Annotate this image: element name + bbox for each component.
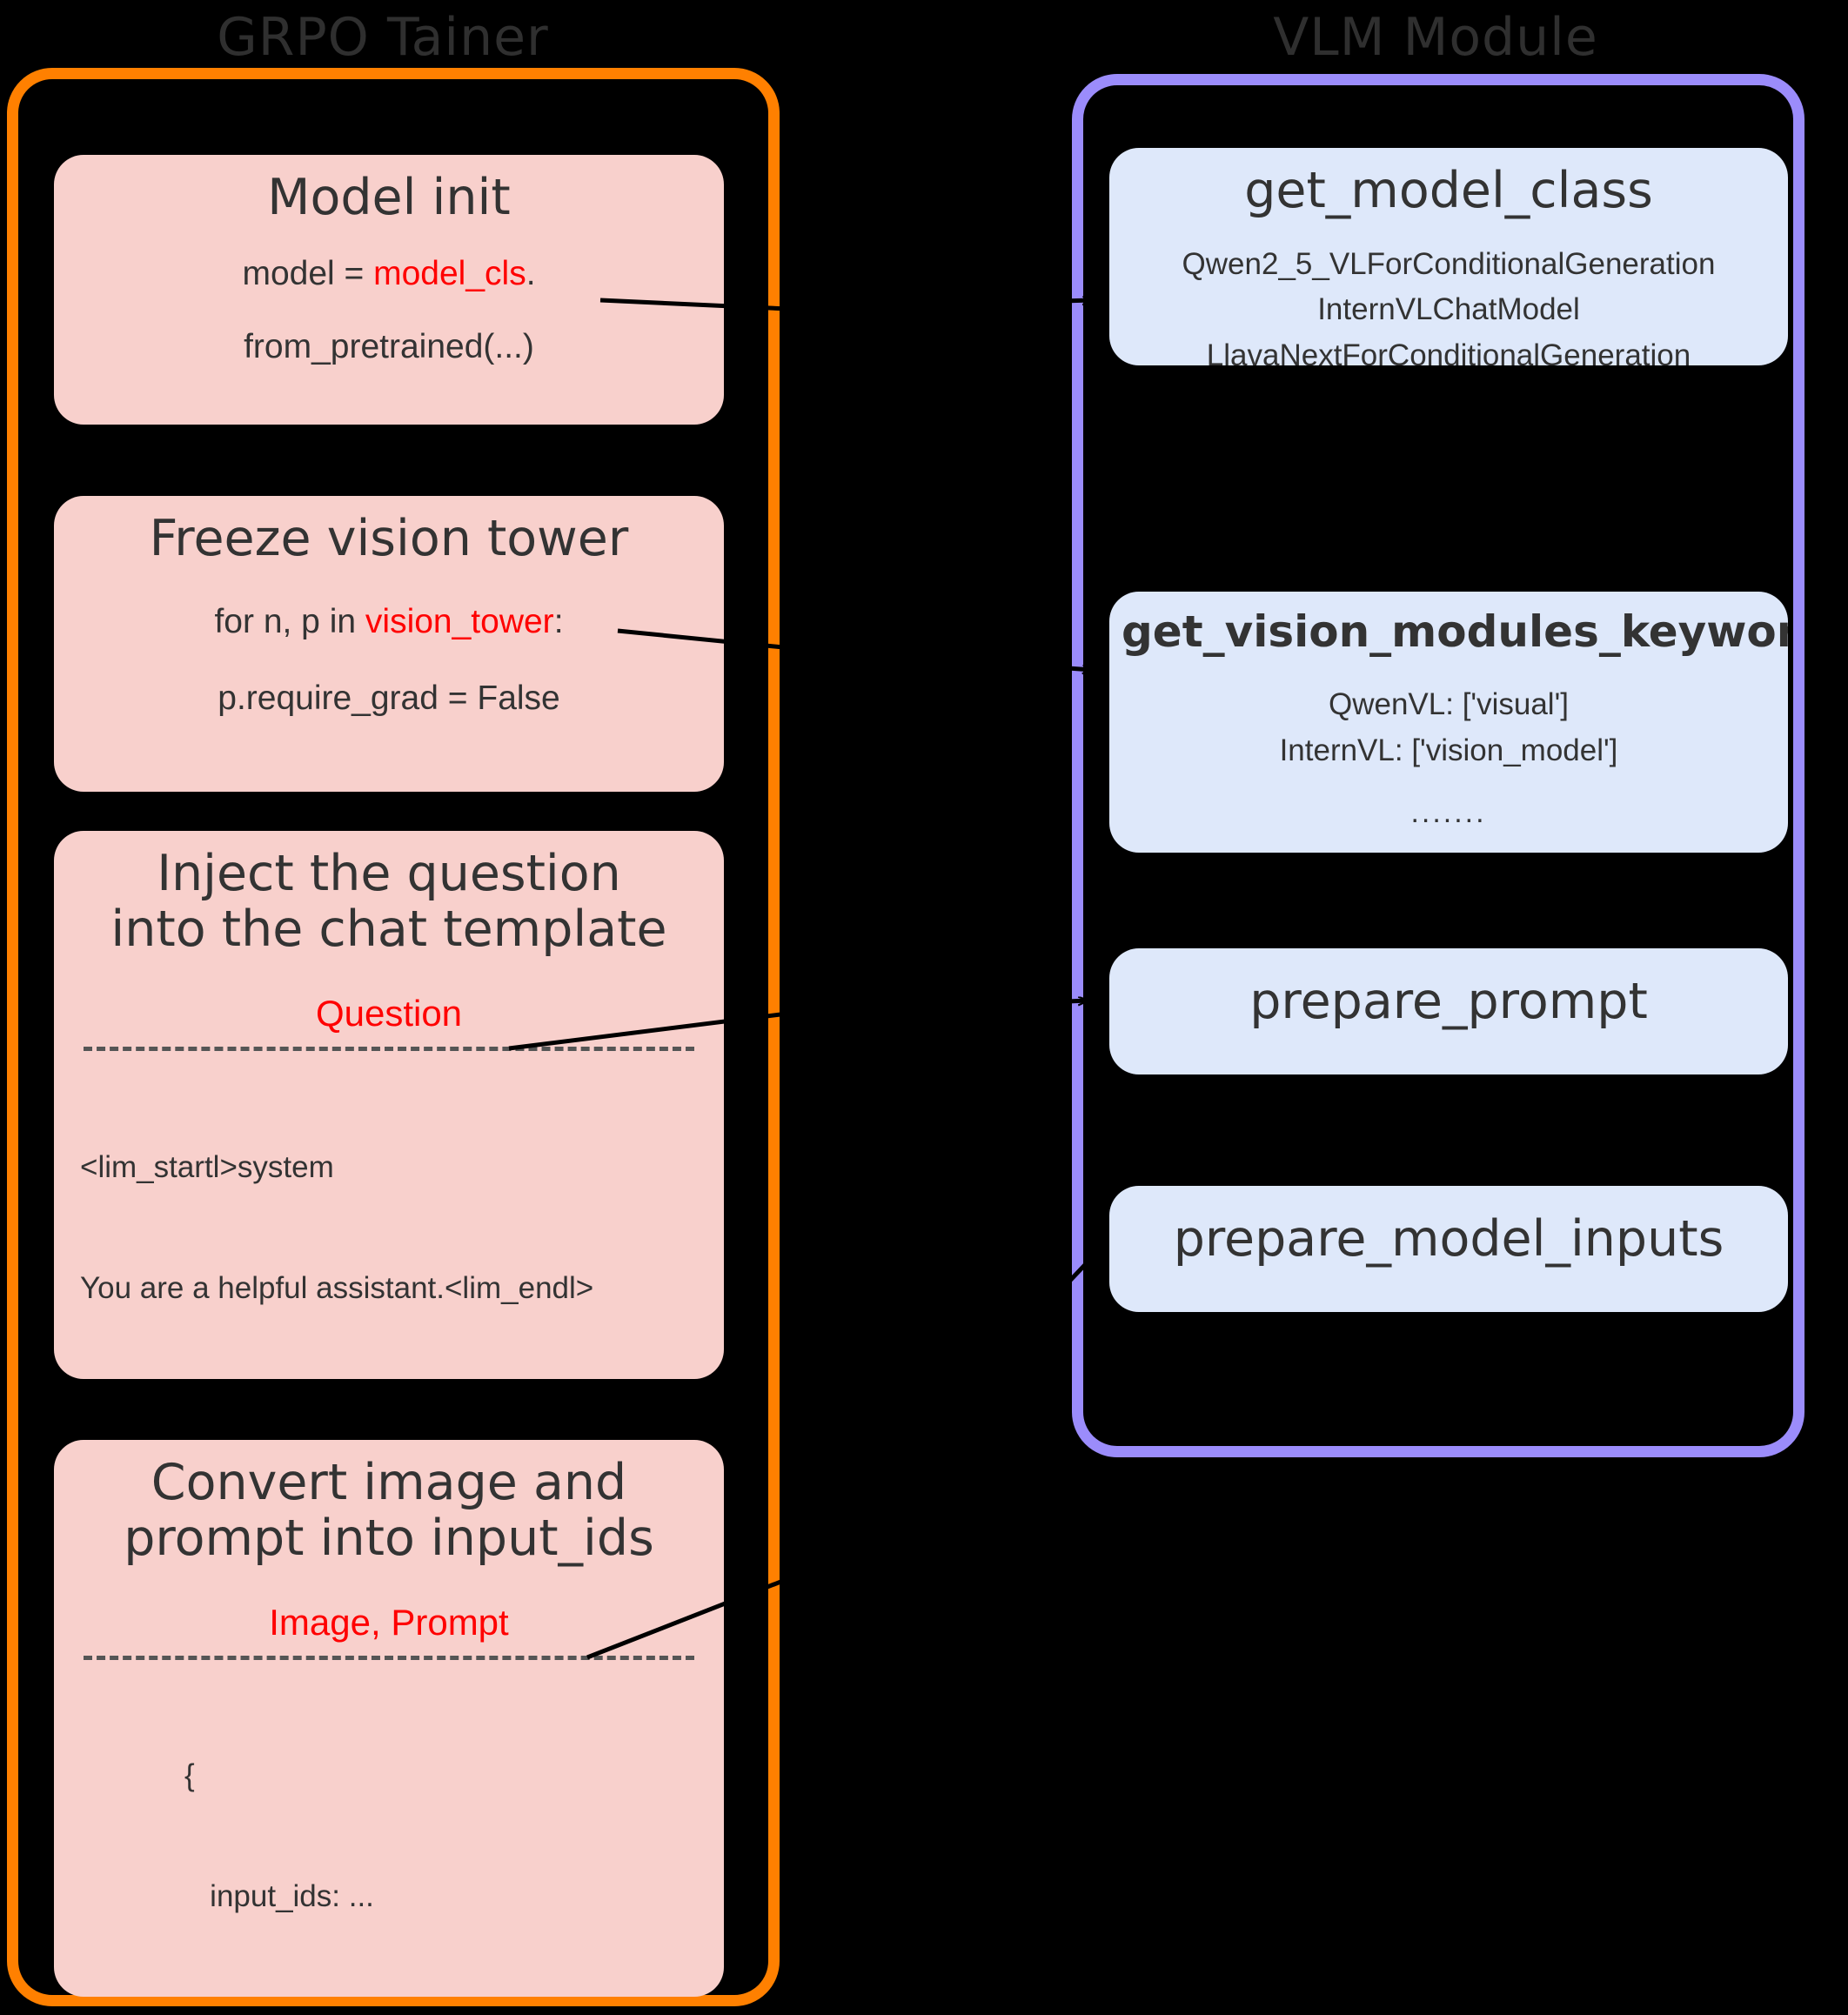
- chat-template-line-text: <lim_startl>system: [80, 1149, 334, 1184]
- grpo-trainer-group-title: GRPO Tainer: [217, 7, 549, 68]
- chat-template-block: <lim_startl>system You are a helpful ass…: [54, 1067, 724, 1379]
- card-get-vision-modules-keywords[interactable]: get_vision_modules_keywords QwenVL: ['vi…: [1109, 592, 1788, 853]
- chat-template-line: You are a helpful assistant.<lim_endl>: [80, 1269, 724, 1309]
- card-freeze-code-line-1: for n, p in vision_tower:: [54, 567, 724, 648]
- card-model-init-title: Model init: [267, 169, 511, 226]
- code-text-suffix: .: [526, 254, 536, 292]
- card-prepare-model-inputs-title: prepare_model_inputs: [1173, 1210, 1724, 1268]
- vision-keyword-item: InternVL: ['vision_model']: [1279, 733, 1618, 767]
- vlm-module-group-container: [1072, 74, 1804, 1457]
- divider-dashed: [84, 1046, 694, 1051]
- code-text-suffix: :: [553, 602, 564, 640]
- card-inject-question-input-label: Question: [315, 992, 463, 1034]
- vision-keyword-item: QwenVL: ['visual']: [1329, 687, 1569, 721]
- code-text: for n, p in: [214, 602, 365, 640]
- card-freeze-vision-tower-title: Freeze vision tower: [149, 510, 629, 567]
- divider-dashed: [84, 1655, 694, 1660]
- card-convert-input-label: Image, Prompt: [269, 1601, 509, 1643]
- card-inject-question[interactable]: Inject the question into the chat templa…: [54, 831, 724, 1379]
- chat-template-line: <lim_startl>system: [80, 1148, 724, 1188]
- ellipsis-label: .......: [1410, 796, 1487, 829]
- card-model-init[interactable]: Model init model = model_cls. from_pretr…: [54, 155, 724, 425]
- model-class-item: Qwen2_5_VLForConditionalGeneration: [1182, 246, 1716, 281]
- card-get-vision-modules-keywords-title: get_vision_modules_keywords: [1122, 606, 1788, 657]
- chat-template-line-text: You are a helpful assistant.<lim_endl>: [80, 1271, 594, 1306]
- card-prepare-prompt[interactable]: prepare_prompt: [1109, 948, 1788, 1074]
- card-convert-title-line1: Convert image and: [151, 1454, 627, 1511]
- model-inputs-line: input_ids: ...: [184, 1878, 374, 1913]
- model-class-item: LlavaNextForConditionalGeneration: [1206, 338, 1691, 365]
- model-class-item: InternVLChatModel: [1317, 292, 1580, 327]
- card-get-model-class-title: get_model_class: [1244, 162, 1653, 219]
- card-model-init-code-line-2: from_pretrained(...): [244, 328, 534, 366]
- card-model-init-code-line-1: model = model_cls.: [54, 226, 724, 300]
- model-inputs-line: {: [184, 1758, 195, 1793]
- card-get-model-class[interactable]: get_model_class Qwen2_5_VLForConditional…: [1109, 148, 1788, 365]
- code-text: model =: [242, 254, 374, 292]
- vlm-module-group-title: VLM Module: [1273, 7, 1598, 68]
- code-highlight: vision_tower: [365, 602, 554, 640]
- card-prepare-prompt-title: prepare_prompt: [1249, 973, 1648, 1030]
- card-inject-question-title-line1: Inject the question: [157, 845, 621, 902]
- card-prepare-model-inputs[interactable]: prepare_model_inputs: [1109, 1186, 1788, 1312]
- card-convert-title-line2: prompt into input_ids: [124, 1509, 654, 1567]
- code-highlight: model_cls: [373, 254, 526, 292]
- model-inputs-block: { input_ids: ... attention_mask:... pixe…: [54, 1676, 724, 1997]
- card-convert-image-prompt[interactable]: Convert image and prompt into input_ids …: [54, 1440, 724, 1997]
- card-freeze-code-line-2: p.require_grad = False: [218, 679, 560, 718]
- card-freeze-vision-tower[interactable]: Freeze vision tower for n, p in vision_t…: [54, 496, 724, 792]
- card-inject-question-title-line2: into the chat template: [110, 900, 667, 958]
